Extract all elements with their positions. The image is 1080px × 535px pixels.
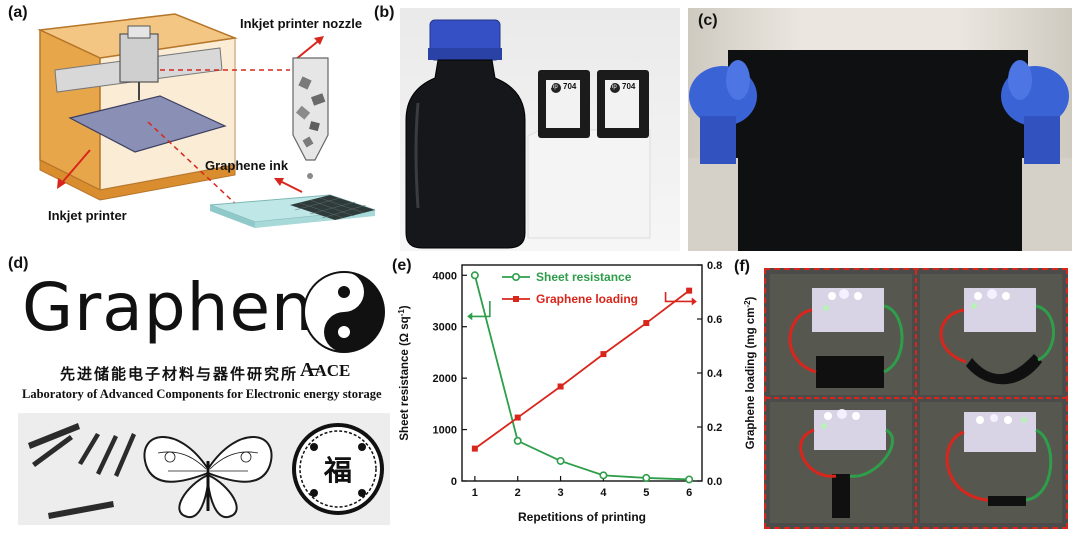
panel-label-c: (c): [698, 12, 718, 29]
sheet-photo: [688, 8, 1072, 251]
resistance-point: [470, 271, 479, 280]
x-tick-label: 6: [686, 487, 692, 499]
loading-point: [514, 414, 521, 421]
cartridge-number-1: 704: [563, 82, 577, 91]
led-photos-drawing: [766, 270, 1066, 527]
y-left-tick-label: 4000: [433, 270, 457, 282]
printed-patterns-drawing: [28, 423, 384, 519]
loading-point: [600, 351, 607, 358]
loading-point: [557, 383, 564, 390]
x-tick-label: 3: [558, 487, 564, 499]
cartridge-number-2: 704: [622, 82, 636, 91]
legend-marker-0: [512, 272, 521, 281]
yin-yang-icon: [303, 271, 385, 353]
printed-patterns: 福: [18, 413, 390, 525]
panel-d: (d) Graphene 先进储能电子材料与器件研究所 A̶ACE Labora…: [0, 255, 392, 525]
x-tick-label: 1: [472, 487, 478, 499]
graphene-ink-label: Graphene ink: [205, 158, 289, 173]
y-left-axis-label: Sheet resistance (Ω sq-1): [397, 305, 412, 440]
y-right-tick-label: 0.0: [707, 476, 722, 488]
loading-point: [643, 320, 650, 327]
legend-label-1: Graphene loading: [536, 292, 638, 306]
panel-label-d: (d): [8, 255, 29, 272]
inkjet-printer-label: Inkjet printer: [48, 208, 127, 223]
lab-name: Laboratory of Advanced Components for El…: [22, 387, 382, 401]
y-left-tick-label: 3000: [433, 322, 457, 334]
ace-logo: A̶ACE: [300, 359, 351, 381]
sheet-resistance-chart: 1 2 3 4 5 6 0 1000 2000 3000 4000 0.0 0.2 0.4 0.6 0.8Re…: [397, 260, 758, 524]
x-tick-label: 2: [515, 487, 521, 499]
series-line-1: [474, 289, 690, 450]
panel-label-e: (e): [392, 257, 412, 274]
left-axis-arrowhead: [467, 312, 473, 321]
ink-photo-drawing: [405, 19, 651, 249]
resistance-point: [556, 456, 565, 465]
resistance-point: [685, 475, 694, 484]
panel-c: (c): [688, 8, 1072, 251]
panel-f: (f): [734, 258, 1074, 529]
ace-logo-text: ACE: [314, 361, 351, 380]
nozzle-label: Inkjet printer nozzle: [240, 16, 363, 31]
y-left-tick-label: 2000: [433, 373, 457, 385]
right-axis-arrowhead: [691, 297, 697, 306]
printer-illustration: [37, 13, 376, 228]
resistance-point: [642, 473, 651, 482]
panel-label-a: (a): [8, 4, 28, 21]
legend-marker-1: [513, 296, 519, 302]
series-line-0: [473, 275, 690, 481]
y-right-tick-label: 0.4: [707, 368, 723, 380]
y-right-tick-label: 0.2: [707, 422, 722, 434]
resistance-point: [599, 471, 608, 480]
x-tick-label: 4: [600, 487, 607, 499]
panel-b: (b) 704 704 hp hp: [374, 4, 680, 251]
resistance-point: [513, 436, 522, 445]
legend-label-0: Sheet resistance: [536, 270, 632, 284]
x-tick-label: 5: [643, 487, 649, 499]
right-axis-arrow: [664, 292, 694, 303]
graphene-word: Graphene: [22, 269, 356, 346]
y-right-axis-label: Graphene loading (mg cm-2): [743, 296, 758, 449]
y-left-tick-label: 1000: [433, 425, 457, 437]
y-right-tick-label: 0.8: [707, 260, 722, 272]
panel-e: (e) 1 2 3 4 5 6 0 1000 2000 3000 4000 0.0 0.2 0.4 0.6 0…: [392, 255, 764, 530]
institute-name-cn: 先进储能电子材料与器件研究所: [60, 365, 299, 383]
led-photo-frame: [764, 268, 1068, 529]
left-axis-arrow: [470, 301, 491, 318]
panel-label-f: (f): [734, 258, 750, 275]
loading-point: [686, 287, 693, 294]
seal-character: 福: [324, 454, 353, 487]
loading-point: [471, 445, 478, 452]
panel-a: (a): [0, 0, 395, 240]
sheet-photo-drawing: [688, 50, 1072, 251]
y-left-tick-label: 0: [451, 476, 457, 488]
x-axis-label: Repetitions of printing: [518, 510, 646, 524]
cartridge-brand-2: hp: [610, 84, 617, 90]
y-right-tick-label: 0.6: [707, 314, 722, 326]
ink-photo: 704 704 hp hp: [400, 8, 680, 251]
panel-label-b: (b): [374, 4, 395, 21]
cartridge-brand-1: hp: [551, 84, 558, 90]
